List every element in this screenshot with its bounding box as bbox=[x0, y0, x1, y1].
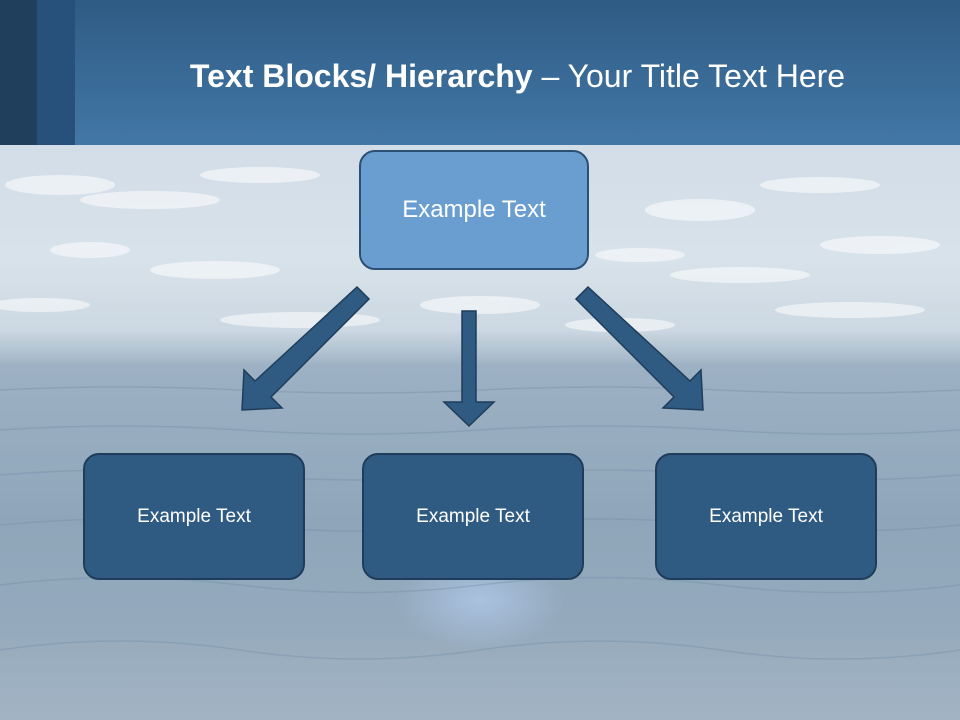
top-text-box-label: Example Text bbox=[402, 196, 546, 223]
child-text-box-center[interactable]: Example Text bbox=[362, 453, 584, 580]
child-text-box-right[interactable]: Example Text bbox=[655, 453, 877, 580]
slide-title: Text Blocks/ Hierarchy – Your Title Text… bbox=[75, 52, 960, 100]
title-bar: Text Blocks/ Hierarchy – Your Title Text… bbox=[0, 0, 960, 145]
header-accent-dark bbox=[0, 0, 37, 145]
child-text-box-label: Example Text bbox=[416, 505, 530, 527]
child-text-box-label: Example Text bbox=[709, 505, 823, 527]
child-text-box-left[interactable]: Example Text bbox=[83, 453, 305, 580]
slide-title-rest: – Your Title Text Here bbox=[532, 58, 846, 94]
top-text-box[interactable]: Example Text bbox=[359, 150, 589, 270]
slide-title-bold: Text Blocks/ Hierarchy bbox=[189, 58, 533, 94]
child-text-box-label: Example Text bbox=[137, 505, 251, 527]
header-accent-mid bbox=[37, 0, 75, 145]
